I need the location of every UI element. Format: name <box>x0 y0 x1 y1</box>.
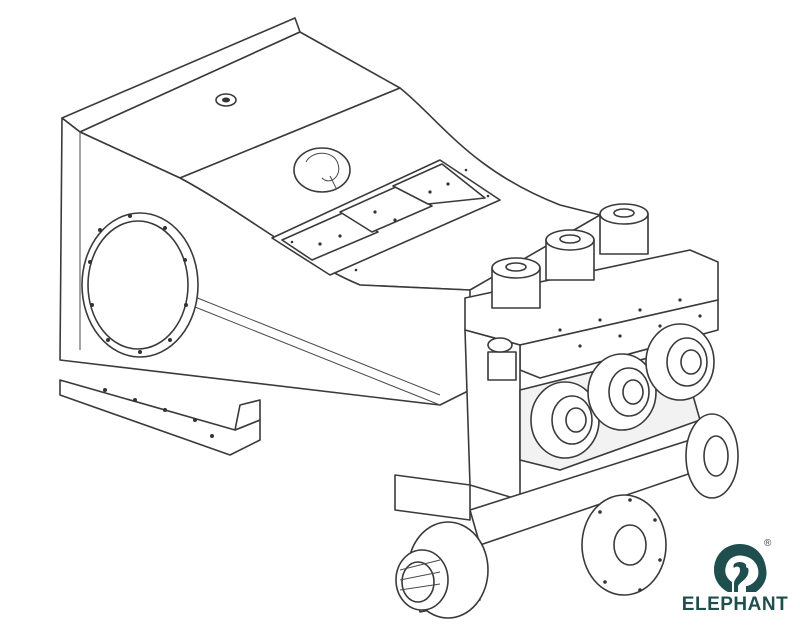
inlet-threaded-nozzle <box>395 521 489 619</box>
fluid-end-support <box>394 474 471 521</box>
suction-flange <box>581 494 667 596</box>
front-valve-cover-1 <box>530 381 600 459</box>
registered-mark: ® <box>764 538 772 549</box>
brand-name: ELEPHANT <box>681 594 789 615</box>
elephant-head-icon <box>714 544 767 592</box>
front-valve-cover-2 <box>587 353 657 431</box>
top-valve-cap-2 <box>545 229 595 281</box>
front-valve-cover-3 <box>645 323 715 401</box>
body-logo-emblem-icon <box>293 147 351 193</box>
side-bearing-cover <box>81 212 199 358</box>
top-valve-cap-1 <box>491 257 541 309</box>
pressure-gauge-icon <box>487 337 517 381</box>
brand-logo: ® ELEPHANT <box>676 538 794 622</box>
discharge-manifold <box>469 413 739 546</box>
inspection-covers <box>271 159 501 276</box>
top-valve-cap-3 <box>599 203 649 255</box>
breather-cap-icon <box>215 93 237 107</box>
